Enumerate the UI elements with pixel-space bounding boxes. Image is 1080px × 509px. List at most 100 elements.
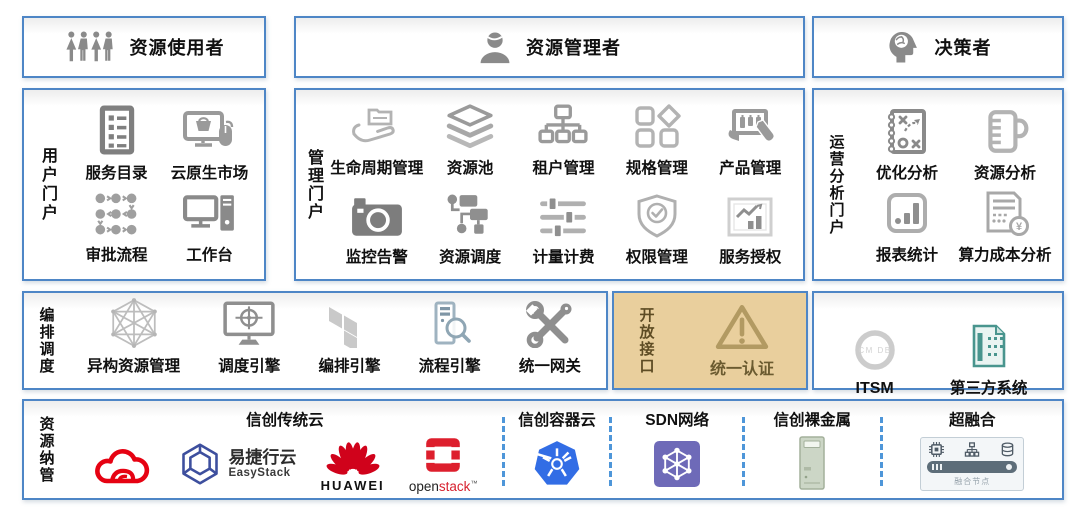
org-chart-icon [538,104,589,143]
telecom-cloud-logo [95,449,150,484]
group-title: 超融合 [949,412,996,429]
divider [609,417,613,486]
easystack-en-text: EasyStack [228,467,291,480]
panel-resource-managers: 资源管理者 [294,16,805,78]
group-title: 信创传统云 [246,412,324,429]
item-lifecycle-mgmt: 生命周期管理 [330,104,423,178]
item-tenant-mgmt: 租户管理 [517,104,610,178]
bar-chart-icon [887,193,927,233]
item-resource-scheduling: 资源调度 [423,193,516,267]
panel-resource-layer: 资源纳管 信创传统云 [22,399,1064,500]
group-bare-metal: 信创裸金属 [745,401,880,498]
item-resource-analysis: 资源分析 [956,109,1054,183]
topology-icon [965,442,980,457]
kubernetes-logo [532,441,580,485]
openstack-icon [422,438,465,472]
cmdb-ring-icon: CM DB [854,330,895,370]
easystack-cn-text: 易捷行云 [228,447,297,467]
item-hetero-resource-mgmt: 异构资源管理 [87,298,180,376]
easystack-hexagon-icon [182,443,219,485]
item-product-mgmt: 产品管理 [704,104,797,178]
item-report-statistics: 报表统计 [858,189,956,265]
panel-decision-makers: 决策者 [812,16,1064,78]
chip-icon [929,442,945,457]
shapes-icon [635,103,681,148]
bare-metal-server-icon [799,436,826,490]
item-orchestration-engine: 编排引擎 [318,302,380,376]
panel-resource-users: 资源使用者 [22,16,266,78]
sdn-cube-icon [654,441,701,487]
item-service-authorization: 服务授权 [704,195,797,267]
service-catalog-icon [99,105,134,154]
panel-ops-portal: 运营分析门户 优化分析 [812,88,1064,281]
strategy-icon [887,108,926,154]
data-mug-icon [988,109,1029,153]
yuan-glyph: ¥ [1016,221,1023,233]
item-cloud-native-market: 云原生市场 [163,109,256,183]
group-sdn-network: SDN网络 [612,401,742,498]
server-search-icon [434,301,471,345]
openstack-text: openstack™ [408,479,478,494]
item-third-party: 第三方系统 [950,322,1027,398]
product-tablet-icon [728,108,776,142]
ops-portal-side-label: 运营分析门户 [827,133,845,236]
openstack-logo: openstack™ [408,434,478,494]
group-traditional-cloud: 信创传统云 [68,401,502,498]
divider [501,417,505,486]
flow-blocks-icon [447,194,488,234]
item-approval-flow: 审批流程 [70,191,163,265]
group-title: 信创容器云 [518,412,596,429]
panel-title: 资源使用者 [129,38,225,58]
huawei-logo: HUAWEI [321,436,385,493]
open-api-side-label: 开放接口 [637,306,655,375]
group-container-cloud: 信创容器云 [505,401,610,498]
wrench-tools-icon [525,301,572,348]
document-icon [972,324,1005,368]
workbench-icon [182,195,234,231]
item-monitoring-alarm: 监控告警 [330,195,423,267]
layers-icon [446,103,494,148]
item-service-catalog: 服务目录 [70,105,163,183]
panel-title: 资源管理者 [526,38,621,58]
item-workbench: 工作台 [163,193,256,265]
person-icon [480,32,510,64]
terraform-icon [329,307,358,348]
panel-title: 决策者 [934,38,992,58]
users-group-icon [65,31,113,62]
panel-open-api: 开放接口 统一认证 [612,291,808,390]
divider [741,417,745,486]
warning-triangle-icon [715,304,769,349]
item-metering-billing: 计量计费 [517,195,610,267]
mesh-network-icon [110,298,157,348]
item-permission-mgmt: 权限管理 [610,193,703,267]
item-scheduling-engine: 调度引擎 [218,300,280,376]
panel-mgmt-portal: 管理门户 生命周期管理 [294,88,805,281]
approval-flow-icon [95,193,136,235]
group-title: 信创裸金属 [773,412,852,429]
resource-layer-side-label: 资源纳管 [37,415,55,484]
hyperconverged-node-card: 融合节点 [920,437,1025,491]
item-resource-pool: 资源池 [423,103,516,178]
item-compute-cost-analysis: ¥ 算力成本分析 [956,189,1054,265]
head-brain-icon [888,32,917,63]
panel-orchestration: 编排调度 异构资源管理 [22,291,608,390]
item-process-engine: 流程引擎 [419,300,481,376]
user-portal-side-label: 用户门户 [39,146,56,223]
group-title: SDN网络 [645,412,710,429]
item-unified-gateway: 统一网关 [519,300,581,376]
item-spec-mgmt: 规格管理 [610,103,703,178]
cmdb-text: CM DB [858,346,891,355]
shield-check-icon [637,194,677,238]
chart-frame-icon [727,197,773,237]
lifecycle-icon [351,108,395,142]
target-monitor-icon [223,301,275,345]
huawei-flower-icon [326,441,380,475]
easystack-logo: 易捷行云 EasyStack [178,441,296,487]
cloud-market-icon [182,110,233,147]
orchestration-side-label: 编排调度 [37,306,55,375]
panel-user-portal: 用户门户 服务目录 [22,88,266,281]
item-unified-auth: 统一认证 [710,303,774,379]
huawei-text: HUAWEI [320,477,385,493]
panel-external-systems: CM DB ITSM 第三方系统 [812,291,1064,397]
